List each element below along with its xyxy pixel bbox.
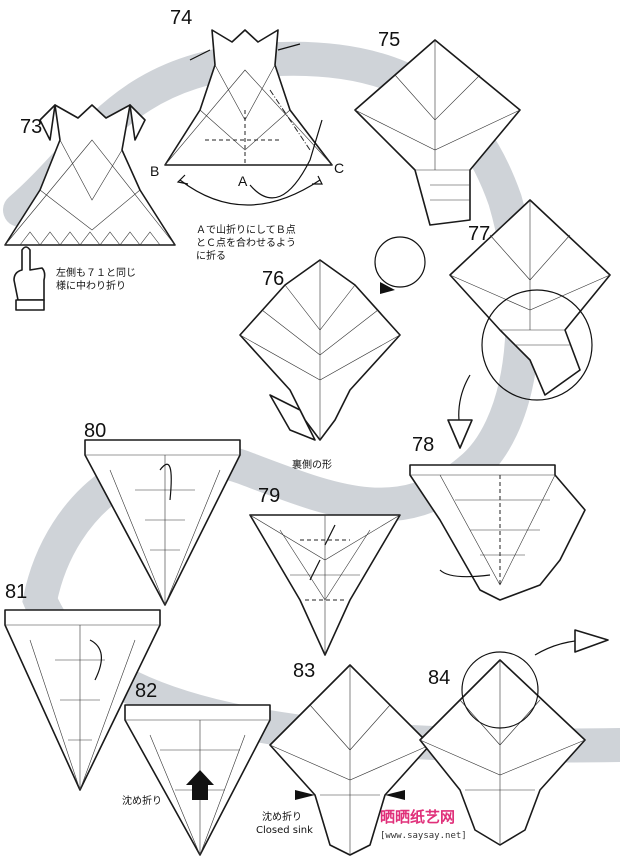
step-74-model: [164, 29, 333, 206]
step-75-model: [354, 39, 521, 226]
step-83-sink-label-en: Closed sink: [256, 825, 313, 836]
step-80-model: [84, 439, 241, 606]
step-77-model: [447, 199, 611, 449]
step-74-note-line-3: に折る: [196, 249, 226, 262]
step-number-84: 84: [428, 667, 450, 689]
step-number-75: 75: [378, 29, 400, 51]
step-76-model: [239, 259, 401, 441]
step-82-model: [124, 704, 271, 856]
step-83-sink-label-jp: 沈め折り: [262, 810, 302, 823]
step-number-78: 78: [412, 434, 434, 456]
pointing-hand-icon: [13, 246, 46, 311]
point-label-a: A: [238, 173, 248, 189]
step-82-sink-label: 沈め折り: [122, 794, 162, 807]
step-74-note-line-1: Ａで山折りにしてＢ点: [196, 223, 296, 236]
step-number-79: 79: [258, 485, 280, 507]
step-73-note-line-2: 様に中わり折り: [56, 279, 126, 292]
step-76-back-view-label: 裏側の形: [292, 458, 332, 471]
step-number-73: 73: [20, 116, 42, 138]
step-73-model: [4, 104, 176, 246]
point-label-c: C: [334, 160, 344, 176]
watermark-url: [www.saysay.net]: [380, 831, 467, 841]
point-label-b: B: [150, 163, 159, 179]
step-number-82: 82: [135, 680, 157, 702]
step-number-76: 76: [262, 268, 284, 290]
step-number-81: 81: [5, 581, 27, 603]
step-84-model: [419, 629, 609, 846]
step-number-83: 83: [293, 660, 315, 682]
step-74-note-line-2: とＣ点を合わせるよう: [196, 236, 296, 249]
rotate-icon: [374, 236, 426, 294]
watermark-brand: 晒晒纸艺网: [380, 808, 455, 826]
step-78-model: [409, 464, 586, 601]
step-number-80: 80: [84, 420, 106, 442]
step-79-model: [249, 514, 401, 656]
step-83-model: [269, 664, 431, 856]
step-number-77: 77: [468, 223, 490, 245]
step-number-74: 74: [170, 7, 192, 29]
step-81-model: [4, 609, 161, 791]
step-73-note-line-1: 左側も７１と同じ: [56, 266, 136, 279]
